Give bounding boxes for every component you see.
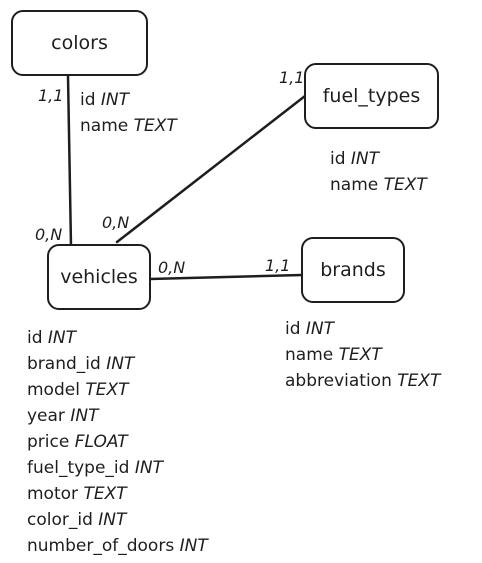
attribute-row: model TEXT — [27, 377, 208, 403]
attribute-name: name — [285, 345, 334, 365]
attribute-type: TEXT — [133, 116, 177, 136]
attribute-type: INT — [98, 510, 127, 530]
attribute-type: INT — [305, 319, 335, 339]
attribute-type: TEXT — [85, 380, 129, 400]
attribute-row: id INT — [330, 146, 427, 172]
entity-colors-label: colors — [51, 32, 108, 54]
attribute-name: fuel_type_id — [27, 458, 130, 478]
cardinality-vehicles-fuel-types-side: 0,N — [102, 213, 130, 232]
attribute-type: INT — [47, 328, 77, 348]
attribute-name: id — [330, 149, 346, 169]
entity-brands-label: brands — [320, 259, 386, 281]
attribute-row: fuel_type_id INT — [27, 455, 208, 481]
attribute-type: TEXT — [383, 175, 427, 195]
cardinality-fuel-types-side: 1,1 — [279, 68, 305, 87]
attribute-row: id INT — [80, 87, 177, 113]
attribute-name: number_of_doors — [27, 536, 175, 556]
attribute-type: TEXT — [397, 371, 441, 391]
entity-vehicles[interactable]: vehicles — [47, 244, 151, 310]
attribute-row: name TEXT — [285, 342, 440, 368]
attribute-name: name — [80, 116, 129, 136]
attribute-row: abbreviation TEXT — [285, 368, 440, 394]
attribute-row: year INT — [27, 403, 208, 429]
attribute-name: abbreviation — [285, 371, 392, 391]
attribute-name: motor — [27, 484, 79, 504]
cardinality-vehicles-colors-side: 0,N — [35, 225, 63, 244]
attribute-row: id INT — [285, 316, 440, 342]
relationship-line-fuel-types-vehicles — [115, 94, 307, 244]
entity-colors[interactable]: colors — [11, 10, 148, 76]
attribute-type: INT — [134, 458, 163, 478]
cardinality-brands-side: 1,1 — [265, 256, 291, 275]
attribute-row: brand_id INT — [27, 351, 208, 377]
relationship-line-vehicles-brands — [148, 273, 304, 281]
cardinality-vehicles-brands-side: 0,N — [158, 258, 186, 277]
attribute-type: INT — [350, 149, 380, 169]
attribute-name: color_id — [27, 510, 93, 530]
attribute-type: INT — [179, 536, 208, 556]
attribute-row: id INT — [27, 325, 208, 351]
attribute-type: TEXT — [338, 345, 382, 365]
attribute-row: name TEXT — [330, 172, 427, 198]
attribute-row: motor TEXT — [27, 481, 208, 507]
attribute-name: year — [27, 406, 65, 426]
attribute-type: FLOAT — [74, 432, 128, 452]
attribute-name: id — [80, 90, 96, 110]
attribute-row: name TEXT — [80, 113, 177, 139]
attribute-type: INT — [100, 90, 130, 110]
attribute-name: price — [27, 432, 70, 452]
entity-fuel-types[interactable]: fuel_types — [304, 63, 439, 129]
attribute-name: id — [285, 319, 301, 339]
entity-fuel-types-label: fuel_types — [322, 85, 421, 107]
attribute-name: id — [27, 328, 43, 348]
relationship-line-colors-vehicles — [66, 74, 73, 248]
attribute-name: brand_id — [27, 354, 101, 374]
attribute-row: price FLOAT — [27, 429, 208, 455]
attribute-type: INT — [70, 406, 99, 426]
attribute-row: number_of_doors INT — [27, 533, 208, 559]
attribute-name: model — [27, 380, 80, 400]
attribute-name: name — [330, 175, 379, 195]
attribute-type: TEXT — [83, 484, 127, 504]
attribute-type: INT — [106, 354, 135, 374]
cardinality-colors-side: 1,1 — [38, 86, 64, 105]
attribute-row: color_id INT — [27, 507, 208, 533]
entity-vehicles-label: vehicles — [60, 266, 138, 288]
entity-brands[interactable]: brands — [301, 237, 405, 303]
